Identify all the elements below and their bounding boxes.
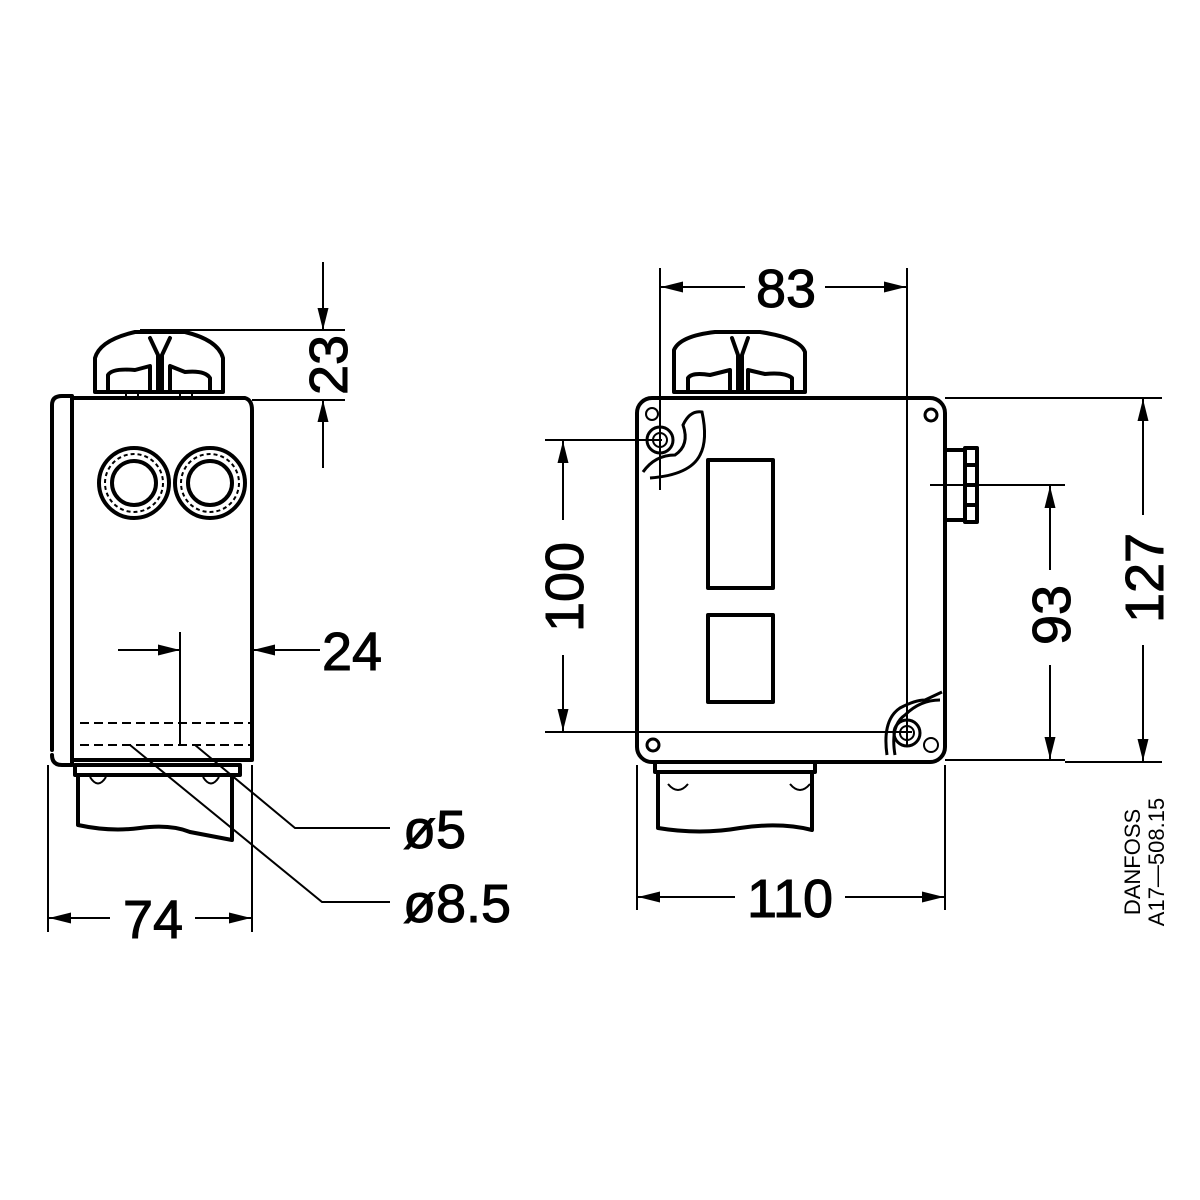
- display-window-lower: [706, 613, 775, 704]
- bracket-screws: [667, 783, 811, 791]
- front-mounting-bracket: [653, 760, 817, 834]
- screw-top-right: [923, 407, 939, 423]
- front-knob: [672, 330, 807, 394]
- dim-gland-height: 93: [1022, 585, 1082, 645]
- dim-width-side: 74: [123, 890, 183, 950]
- front-view: 83 100 93 127 110: [535, 259, 1176, 930]
- display-window-upper: [706, 458, 775, 590]
- dim-hole-spacing-horizontal: 83: [756, 259, 816, 319]
- screw-bottom-left: [645, 737, 661, 753]
- side-knob-pins: [125, 391, 193, 399]
- screw-top-left: [641, 407, 707, 480]
- leader-small-hole: [194, 744, 390, 829]
- dim-hole-spacing-vertical: 100: [535, 542, 595, 632]
- cable-entry-left: [97, 446, 171, 520]
- drawing-code: A17—508.15: [1144, 798, 1169, 926]
- dim-hole-offset: 24: [322, 622, 382, 682]
- side-body: [70, 396, 254, 762]
- leader-large-hole: [129, 744, 390, 903]
- cable-entry-right: [173, 446, 247, 520]
- side-cover-plate: [50, 394, 74, 767]
- brand-label: DANFOSS: [1120, 809, 1145, 915]
- dim-width-front: 110: [747, 869, 833, 929]
- side-view: 23 24 ø5 ø8.5 74: [47, 262, 512, 951]
- dim-knob-height: 23: [299, 335, 359, 395]
- side-knob: [93, 330, 225, 394]
- screw-bottom-right: [884, 690, 943, 756]
- bracket-screws: [89, 776, 220, 785]
- label-hole-5: ø5: [403, 800, 466, 860]
- side-mounting-bracket: [73, 763, 242, 842]
- label-hole-8-5: ø8.5: [403, 874, 511, 934]
- dim-height: 127: [1115, 533, 1175, 623]
- front-housing: [635, 396, 947, 764]
